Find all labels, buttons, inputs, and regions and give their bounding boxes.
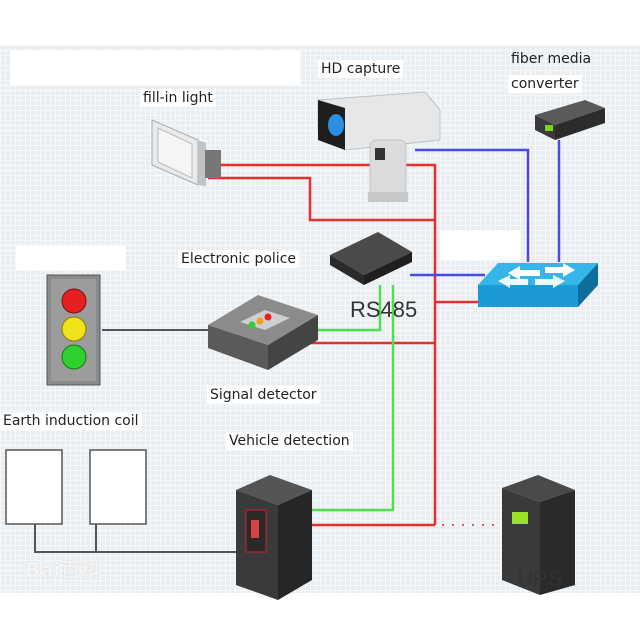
wire-camera-switch [415,148,530,262]
wire-fill-light-power-b [208,176,435,222]
media-converter-icon [535,100,605,140]
vehicle-detection-label: Vehicle detection [226,432,353,450]
blank-patch [10,50,300,85]
wire-fill-light-power-a [220,163,437,525]
signal-detector-label: Signal detector [207,386,320,404]
traffic-light-icon [46,274,101,386]
ups-icon [502,475,575,595]
watermark: Bai百科 [25,558,101,582]
ups-label: UPS [517,566,563,591]
rs485-label: RS485 [350,297,418,322]
cabinet-icon [236,475,312,600]
fiber-converter-label-line2: converter [508,75,582,93]
cctv-camera-icon [317,91,441,202]
blank-patch [440,230,520,260]
wire-rs485-signal-detector [318,285,382,332]
wire-rs485-vehicle-detection [312,285,395,512]
electronic-police-label: Electronic police [178,250,300,268]
blank-patch [16,245,126,270]
floodlight-icon [151,119,221,186]
coil-icon [5,449,147,525]
wire-coil-a [34,524,245,553]
fiber-converter-label-line1: fiber media [511,51,592,67]
fill-in-light-label: fill-in light [140,89,216,107]
signal-detector-icon [208,295,318,370]
network-switch-icon [478,263,598,307]
earth-induction-coil-label: Earth induction coil [0,412,142,430]
host-box-icon [330,232,412,285]
hd-capture-label: HD capture [318,60,404,78]
